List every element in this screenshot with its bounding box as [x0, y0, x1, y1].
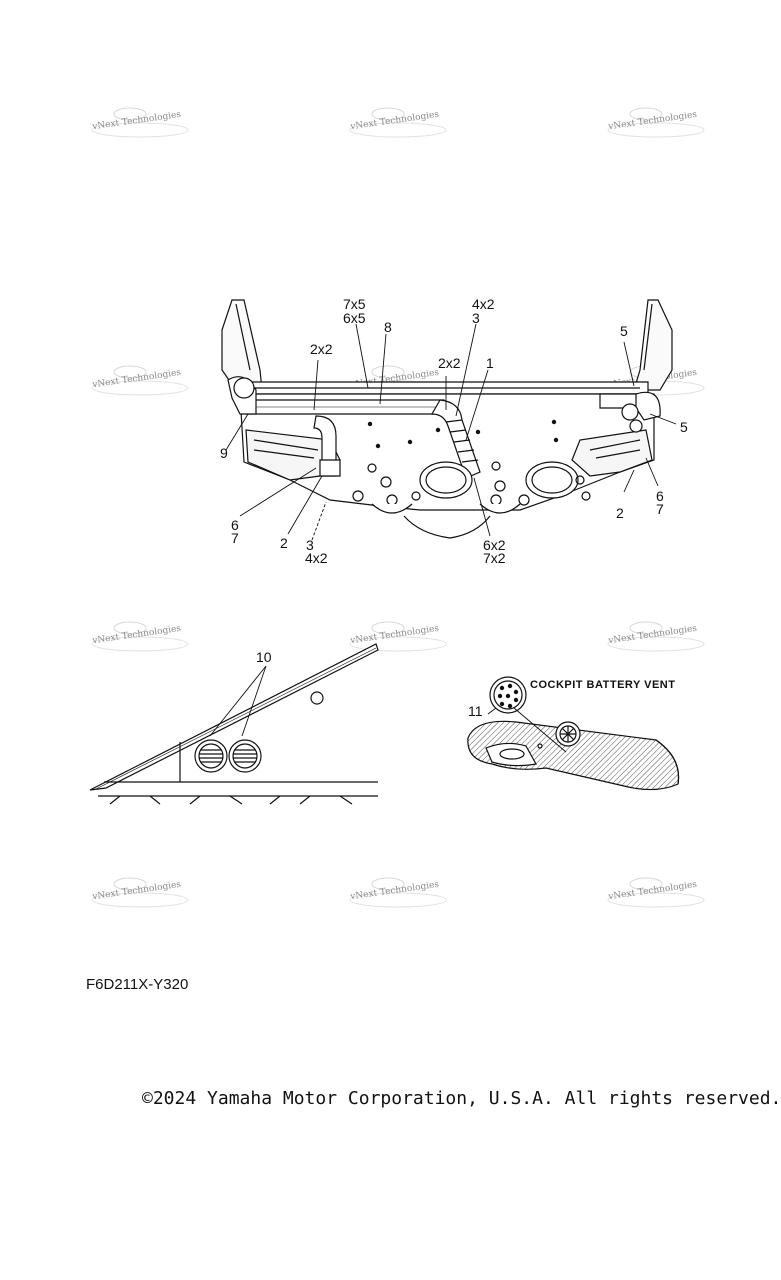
battery-vent-cap: [489, 676, 527, 714]
deck-edge: [89, 643, 379, 791]
watermark: vNext Technologies: [80, 102, 190, 146]
hull-ventilation-diagram: 7x5 6x5 8 4x2 3 2x2 2x2 1 5 5 9 6 7 2 3 …: [220, 296, 688, 566]
callout-1: 1: [486, 355, 494, 371]
callout-7-right: 7: [656, 501, 664, 517]
watermark: vNext Technologies: [80, 616, 190, 660]
callout-5-top: 5: [620, 323, 628, 339]
watermark: vNext Technologies: [338, 872, 448, 916]
deck-vent-left: [194, 739, 228, 773]
callout-11: 11: [468, 703, 483, 719]
callout-7-left: 7: [231, 530, 239, 546]
callout-2-right: 2: [616, 505, 624, 521]
callout-6-right: 6: [656, 488, 664, 504]
watermark: vNext Technologies: [596, 102, 706, 146]
cockpit-tub: [467, 720, 680, 791]
left-fin: [221, 299, 263, 391]
watermark: vNext Technologies: [596, 872, 706, 916]
watermark: vNext Technologies: [338, 102, 448, 146]
battery-vent-diagram: 11 COCKPIT BATTERY VENT: [467, 676, 680, 791]
callout-4x2-bottom: 4x2: [305, 550, 328, 566]
callout-7x5: 7x5: [343, 296, 366, 312]
callout-3-bottom: 3: [306, 537, 314, 553]
callout-2x2-left: 2x2: [310, 341, 333, 357]
callout-5-right: 5: [680, 419, 688, 435]
callout-6x5: 6x5: [343, 310, 366, 326]
battery-vent-title: COCKPIT BATTERY VENT: [530, 679, 675, 691]
diagram-code: F6D211X-Y320: [86, 976, 189, 993]
callout-2-left: 2: [280, 535, 288, 551]
copyright-notice: ©2024 Yamaha Motor Corporation, U.S.A. A…: [142, 1088, 781, 1109]
deck-vent-diagram: 10: [89, 643, 379, 805]
right-elbow: [635, 391, 661, 421]
callout-6-left: 6: [231, 517, 239, 533]
watermark: vNext Technologies: [338, 616, 448, 660]
callout-10: 10: [256, 649, 272, 665]
watermark: vNext Technologies: [596, 616, 706, 660]
callout-7x2-bottom: 7x2: [483, 550, 506, 566]
right-fin: [633, 299, 673, 391]
tub-vent-knob: [555, 721, 581, 747]
callout-9: 9: [220, 445, 228, 461]
bottom-loop: [403, 515, 491, 539]
callout-6x2-bottom: 6x2: [483, 537, 506, 553]
callout-8: 8: [384, 319, 392, 335]
deck-vent-right: [228, 739, 262, 773]
callout-2x2-mid: 2x2: [438, 355, 461, 371]
watermark: vNext Technologies: [80, 360, 190, 404]
callout-3-top: 3: [472, 310, 480, 326]
watermark: vNext Technologies: [80, 872, 190, 916]
callout-4x2-top: 4x2: [472, 296, 495, 312]
